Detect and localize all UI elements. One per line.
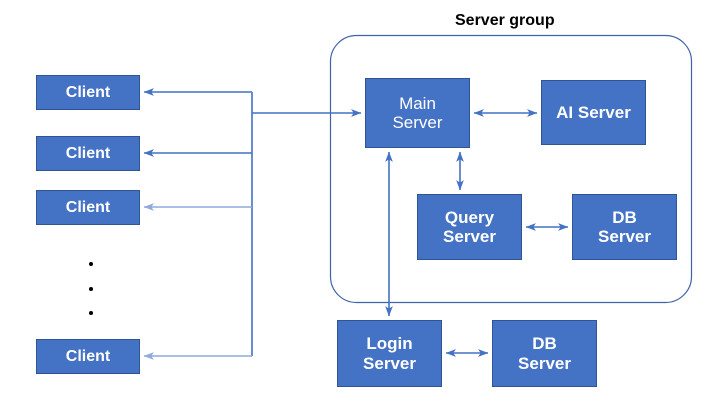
db-server-top-node[interactable]: DB Server <box>572 194 677 260</box>
ellipsis-dot-1 <box>89 262 93 266</box>
query-server-node[interactable]: Query Server <box>417 194 522 260</box>
client-node-4[interactable]: Client <box>36 339 140 374</box>
ai-server-node[interactable]: AI Server <box>541 80 646 145</box>
server-group-boundary <box>329 34 693 304</box>
ellipsis-dot-2 <box>89 287 93 291</box>
client-node-1[interactable]: Client <box>36 75 140 110</box>
server-group-title: Server group <box>455 12 555 29</box>
client-node-2[interactable]: Client <box>36 136 140 171</box>
client-node-3[interactable]: Client <box>36 190 140 225</box>
db-server-bottom-node[interactable]: DB Server <box>492 320 597 387</box>
ellipsis-dot-3 <box>89 311 93 315</box>
main-server-node[interactable]: Main Server <box>365 78 470 148</box>
login-server-node[interactable]: Login Server <box>337 320 442 387</box>
